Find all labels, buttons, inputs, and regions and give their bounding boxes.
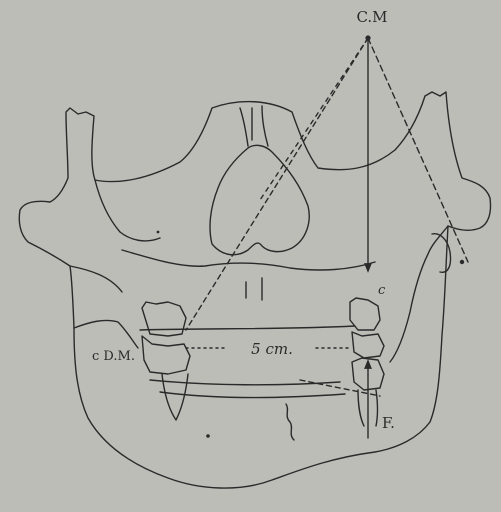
mandible-lower-line-2	[160, 392, 345, 398]
ramus-dot	[460, 260, 464, 264]
label-distance: 5 cm.	[251, 340, 293, 358]
dashed-line-cm-left	[186, 38, 368, 330]
left-ramus	[74, 320, 138, 348]
right-molar-upper	[350, 298, 380, 330]
label-force: F.	[382, 414, 395, 432]
label-cdm: c D.M.	[92, 349, 135, 364]
maxilla-border	[122, 250, 375, 270]
mandible-dot	[206, 434, 210, 438]
right-molar-mid	[352, 332, 384, 358]
skull-outline	[19, 92, 490, 488]
cm-point	[365, 35, 370, 40]
midline-strokes	[246, 278, 262, 300]
nasal-aperture	[210, 145, 309, 254]
mandible-body-line	[140, 326, 355, 330]
left-molar-mid	[142, 336, 190, 374]
mandible-texture	[286, 404, 294, 440]
zygoma-dot	[157, 231, 160, 234]
dashed-line-cm-mid	[260, 38, 368, 200]
nasal-bridge	[240, 106, 268, 146]
left-zygoma	[70, 180, 160, 292]
label-cm: C.M	[356, 8, 387, 26]
label-c: c	[378, 283, 386, 298]
left-molar-upper	[142, 302, 186, 336]
